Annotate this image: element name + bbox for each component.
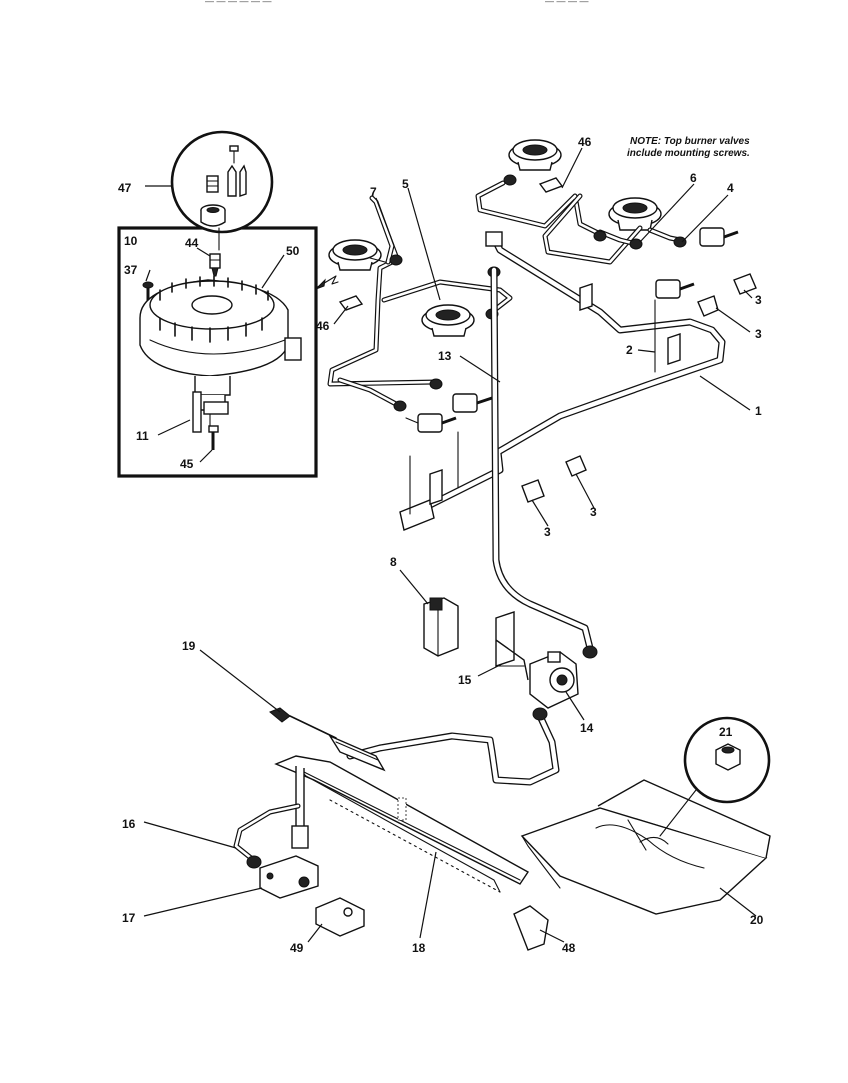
top-burner-center — [421, 304, 475, 337]
burner-baffle — [520, 779, 771, 915]
callout-20: 20 — [750, 913, 764, 927]
callout-15: 15 — [458, 673, 472, 687]
screw-45-icon — [208, 425, 219, 450]
detail-circle-47 — [170, 130, 274, 234]
callout-18: 18 — [412, 941, 426, 955]
header-left-text: — — — — — — — [205, 0, 272, 6]
callout-46-top: 46 — [578, 135, 592, 149]
callout-47: 47 — [118, 181, 132, 195]
callout-8: 8 — [390, 555, 397, 569]
leader-lines — [143, 147, 757, 943]
callout-14: 14 — [580, 721, 594, 735]
top-burner-rear — [508, 139, 562, 171]
detail-circle-21 — [659, 716, 771, 837]
callout-2: 2 — [626, 343, 633, 357]
electrode-icon — [192, 391, 229, 433]
callout-6: 6 — [690, 171, 697, 185]
callout-48: 48 — [562, 941, 576, 955]
spark-module — [423, 597, 459, 657]
callout-49: 49 — [290, 941, 304, 955]
main-gas-line — [490, 266, 598, 659]
valve-clip-c — [733, 273, 757, 295]
burner-base-icon — [139, 275, 302, 411]
burner-valve-rear-left — [655, 279, 695, 299]
callout-3-b: 3 — [755, 327, 762, 341]
burner-valve-front-center — [452, 393, 493, 413]
callout-4: 4 — [727, 181, 734, 195]
pressure-regulator — [529, 651, 579, 709]
callout-44: 44 — [185, 236, 199, 250]
manifold-pipe — [399, 231, 726, 531]
callout-3-c: 3 — [590, 505, 597, 519]
header-right-text: — — — — — [545, 0, 589, 6]
callout-10: 10 — [124, 234, 138, 248]
valve-clip-a — [565, 455, 587, 477]
callout-11: 11 — [136, 429, 149, 443]
oven-supply-line — [233, 803, 301, 869]
bracket-46-left — [338, 295, 364, 311]
oven-burner-bracket-49 — [315, 897, 365, 937]
callout-3-a: 3 — [755, 293, 762, 307]
callout-45: 45 — [180, 457, 194, 471]
orifice-icon — [209, 253, 221, 277]
callout-13: 13 — [438, 349, 452, 363]
top-burner-left — [328, 239, 386, 271]
oven-burner — [274, 755, 530, 893]
callout-50: 50 — [286, 244, 300, 258]
grommet-icon — [200, 204, 226, 227]
callout-7: 7 — [370, 185, 377, 199]
callout-3-d: 3 — [544, 525, 551, 539]
orifice-hood-icon — [206, 175, 219, 193]
burner-clip-icon — [227, 164, 247, 197]
callout-19: 19 — [182, 639, 196, 653]
note-line-2: include mounting screws. — [627, 148, 750, 159]
callout-46-left: 46 — [316, 319, 330, 333]
screw-icon — [229, 145, 239, 164]
callout-21: 21 — [719, 725, 733, 739]
callout-5: 5 — [402, 177, 409, 191]
burner-tubes — [327, 174, 687, 412]
regulator-bracket — [495, 611, 529, 681]
burner-detail-inset — [117, 130, 318, 478]
valve-clip-d — [697, 295, 719, 317]
valve-clip-b — [521, 479, 545, 503]
callout-numbers: 46 7 5 6 4 47 10 44 50 37 46 3 3 2 13 1 … — [118, 135, 764, 955]
note-line-1: NOTE: Top burner valves — [630, 136, 750, 147]
callout-17: 17 — [122, 911, 136, 925]
callout-37: 37 — [124, 263, 138, 277]
oven-burner-tube — [346, 707, 560, 786]
callout-16: 16 — [122, 817, 136, 831]
bracket-46-rear — [538, 177, 564, 193]
top-burner-right — [608, 197, 662, 231]
oven-burner-bracket-48 — [513, 905, 549, 951]
inset-pointer-arrow — [315, 275, 339, 289]
burner-valve-front-left — [405, 413, 457, 433]
burner-valve-rear-right — [699, 227, 739, 247]
oven-safety-valve — [259, 855, 319, 899]
callout-1: 1 — [755, 404, 762, 418]
